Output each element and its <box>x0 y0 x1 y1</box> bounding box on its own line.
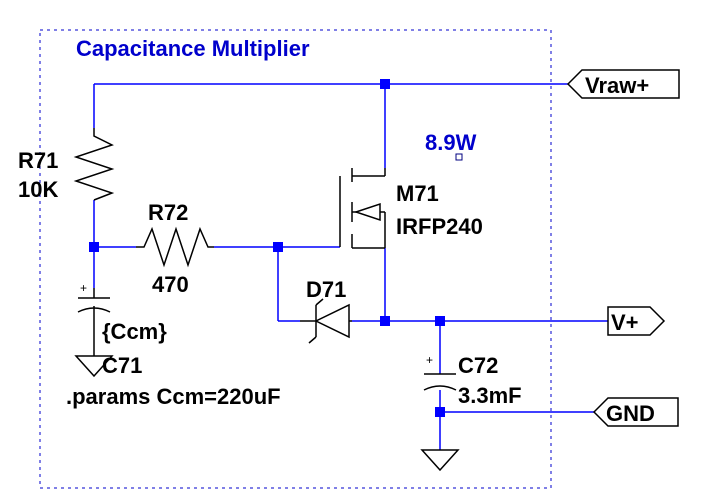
c72-polarity-mark: + <box>426 353 433 367</box>
junction-c72 <box>435 316 445 326</box>
params-directive: .params Ccm=220uF <box>66 384 281 409</box>
net-flag-vplus <box>607 306 666 336</box>
diode-d71-symbol <box>300 298 352 344</box>
power-probe-marker <box>455 153 463 161</box>
schematic-title: Capacitance Multiplier <box>76 36 310 61</box>
junction-r71-r72 <box>89 242 99 252</box>
junction-source <box>380 316 390 326</box>
net-flag-vraw <box>566 69 680 99</box>
junctions <box>89 79 445 417</box>
net-flag-gnd <box>592 397 679 427</box>
r72-value: 470 <box>152 272 189 297</box>
ground-c72-icon <box>420 449 460 472</box>
r72-symbol <box>136 226 214 268</box>
c72-ref: C72 <box>458 353 498 378</box>
mosfet-m71-symbol <box>339 168 386 249</box>
wires <box>93 83 608 450</box>
r72-ref: R72 <box>148 200 188 225</box>
junction-gate <box>273 242 283 252</box>
r71-value: 10K <box>18 177 58 202</box>
capacitor-c71-symbol <box>77 288 111 356</box>
ground-c71-icon <box>74 355 114 378</box>
c71-ref: C71 <box>102 353 142 378</box>
power-readout: 8.9W <box>425 130 477 155</box>
junction-gnd <box>435 407 445 417</box>
net-label-vplus: V+ <box>611 310 639 335</box>
capacitor-c72-symbol <box>423 373 457 391</box>
net-label-vraw: Vraw+ <box>585 73 649 98</box>
m71-ref: M71 <box>396 181 439 206</box>
junction-top <box>380 79 390 89</box>
block-frame <box>39 29 552 489</box>
c72-value: 3.3mF <box>458 383 522 408</box>
r71-symbol <box>73 128 115 201</box>
r71-ref: R71 <box>18 148 58 173</box>
m71-value: IRFP240 <box>396 214 483 239</box>
c71-value: {Ccm} <box>102 319 167 344</box>
d71-ref: D71 <box>306 277 346 302</box>
net-label-gnd: GND <box>606 401 655 426</box>
c71-polarity-mark: + <box>80 281 87 295</box>
